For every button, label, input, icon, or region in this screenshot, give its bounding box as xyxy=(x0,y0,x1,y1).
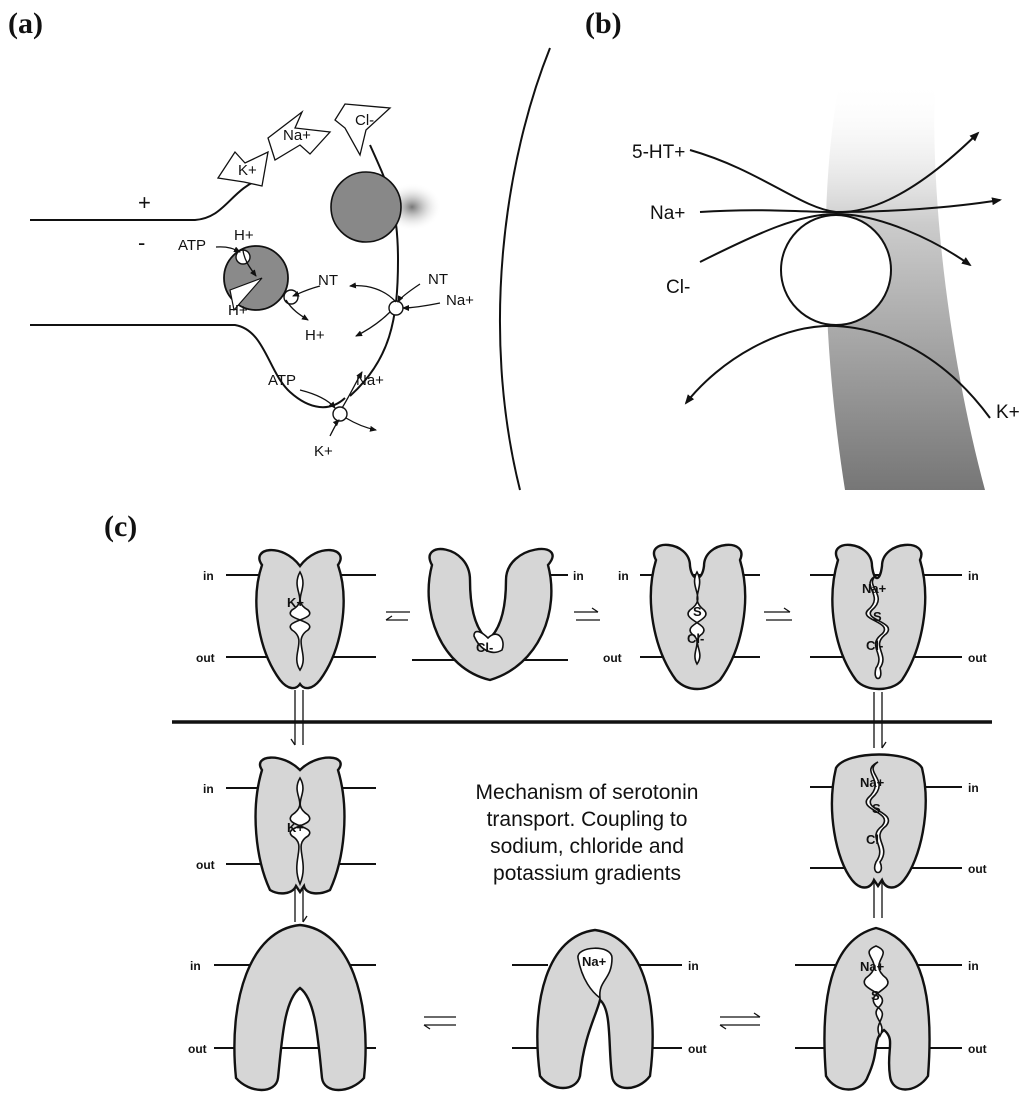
ion-na: Na+ xyxy=(860,775,885,790)
in-label: in xyxy=(190,959,201,973)
out-label: out xyxy=(603,651,622,665)
in-label: in xyxy=(968,781,979,795)
out-label: out xyxy=(968,1042,987,1056)
equilibrium-arrow xyxy=(764,608,792,620)
equilibrium-arrow xyxy=(720,1013,760,1029)
ion-s: S xyxy=(872,801,881,816)
in-label: in xyxy=(968,569,979,583)
b-serotonin-label: 5-HT+ xyxy=(632,142,685,163)
h-out-label: H+ xyxy=(305,327,325,344)
na-inward-arrow xyxy=(356,312,390,336)
state-k-inward: in out K+ xyxy=(196,758,376,894)
cell-membrane-arc xyxy=(500,48,550,490)
caption-line-4: potassium gradients xyxy=(493,862,681,885)
equilibrium-arrow xyxy=(386,612,410,620)
k-bottom-label: K+ xyxy=(314,443,333,460)
equilibrium-arrow xyxy=(874,692,886,748)
in-label: in xyxy=(618,569,629,583)
state-s-cl-bound: in out S Cl- xyxy=(603,545,760,689)
k-influx-arrow xyxy=(330,420,339,436)
atp-bottom-label: ATP xyxy=(268,372,296,389)
nt-vesicle-label: NT xyxy=(318,272,338,289)
panel-c-mechanism-cycle: in out K+ in Cl- in out S Cl- xyxy=(172,545,992,1090)
equilibrium-arrow xyxy=(424,1017,456,1029)
h-top-label: H+ xyxy=(234,227,254,244)
nt-arrow xyxy=(293,286,320,296)
caption-line-1: Mechanism of serotonin xyxy=(476,781,699,804)
state-cl-outward-open: in Cl- xyxy=(412,549,584,680)
out-label: out xyxy=(196,858,215,872)
ion-cl: Cl- xyxy=(476,640,493,655)
b-chloride-label: Cl- xyxy=(666,277,690,298)
b-sodium-label: Na+ xyxy=(650,203,685,224)
ion-k: K+ xyxy=(287,820,304,835)
na-reuptake-arrow xyxy=(403,303,440,308)
out-label: out xyxy=(188,1042,207,1056)
ion-cl: Cl- xyxy=(866,638,883,653)
ion-na: Na+ xyxy=(862,581,887,596)
ion-na: Na+ xyxy=(582,954,607,969)
state-na-s-cl-inward: in out Na+ S Cl xyxy=(810,755,987,888)
pump-cl-label: Cl- xyxy=(355,112,374,129)
out-label: out xyxy=(196,651,215,665)
membrane-minus-sign: - xyxy=(138,230,145,255)
caption-line-3: sodium, chloride and xyxy=(490,835,684,858)
panel-label-c: (c) xyxy=(104,510,137,543)
panel-label-a: (a) xyxy=(8,7,43,40)
panel-a-nerve-terminal: Na+ Cl- K+ + - ATP H+ H+ NT H+ NT Na+ AT… xyxy=(30,104,474,460)
plasma-membrane-transporter xyxy=(389,301,403,315)
nt-reuptake-arrow xyxy=(398,284,420,302)
state-k-occluded: in out K+ xyxy=(196,550,376,688)
ion-cl: Cl xyxy=(866,832,879,847)
ion-na: Na+ xyxy=(860,959,885,974)
protein-body xyxy=(234,925,365,1090)
out-label: out xyxy=(968,862,987,876)
k-inward-arrow xyxy=(346,418,376,430)
ion-k: K+ xyxy=(287,595,304,610)
in-label: in xyxy=(203,782,214,796)
atp-bottom-arrow xyxy=(300,390,335,408)
ion-cl: Cl- xyxy=(687,631,704,646)
caption: Mechanism of serotonin transport. Coupli… xyxy=(476,781,699,885)
out-label: out xyxy=(688,1042,707,1056)
state-na-s-outward: in out Na+ S xyxy=(795,928,987,1090)
nt-inward-arrow xyxy=(350,286,396,302)
membrane-plus-sign: + xyxy=(138,190,151,215)
in-label: in xyxy=(968,959,979,973)
pump-k-label: K+ xyxy=(238,162,257,179)
b-potassium-label: K+ xyxy=(996,402,1020,423)
atp-arrow xyxy=(216,247,240,252)
axon-lower-membrane xyxy=(30,325,345,407)
na-k-atpase xyxy=(333,407,347,421)
caption-line-2: transport. Coupling to xyxy=(487,808,688,831)
transporter-circle xyxy=(781,215,891,325)
equilibrium-arrow xyxy=(574,608,600,620)
equilibrium-arrow xyxy=(291,690,303,745)
na-bottom-label: Na+ xyxy=(356,372,384,389)
ion-s: S xyxy=(693,604,702,619)
state-empty-outward: in out xyxy=(188,925,376,1090)
out-label: out xyxy=(968,651,987,665)
vertical-equilibrium-arrows xyxy=(291,690,886,922)
h-vesicle-label: H+ xyxy=(228,302,248,319)
in-label: in xyxy=(203,569,214,583)
in-label: in xyxy=(573,569,584,583)
pump-na-label: Na+ xyxy=(283,127,311,144)
ion-s: S xyxy=(871,988,880,1003)
panel-label-b: (b) xyxy=(585,7,622,40)
docked-vesicle xyxy=(331,172,401,242)
atp-vesicle-label: ATP xyxy=(178,237,206,254)
state-na-s-cl-outward: in out Na+ S Cl- xyxy=(810,545,987,689)
nt-right-label: NT xyxy=(428,271,448,288)
ion-s: S xyxy=(873,609,882,624)
na-right-label: Na+ xyxy=(446,292,474,309)
vesicular-transporter xyxy=(284,290,298,304)
panel-b-transporter-detail: 5-HT+ Na+ Cl- K+ xyxy=(500,48,1020,490)
in-label: in xyxy=(688,959,699,973)
state-na-outward: in out Na+ xyxy=(512,930,707,1088)
